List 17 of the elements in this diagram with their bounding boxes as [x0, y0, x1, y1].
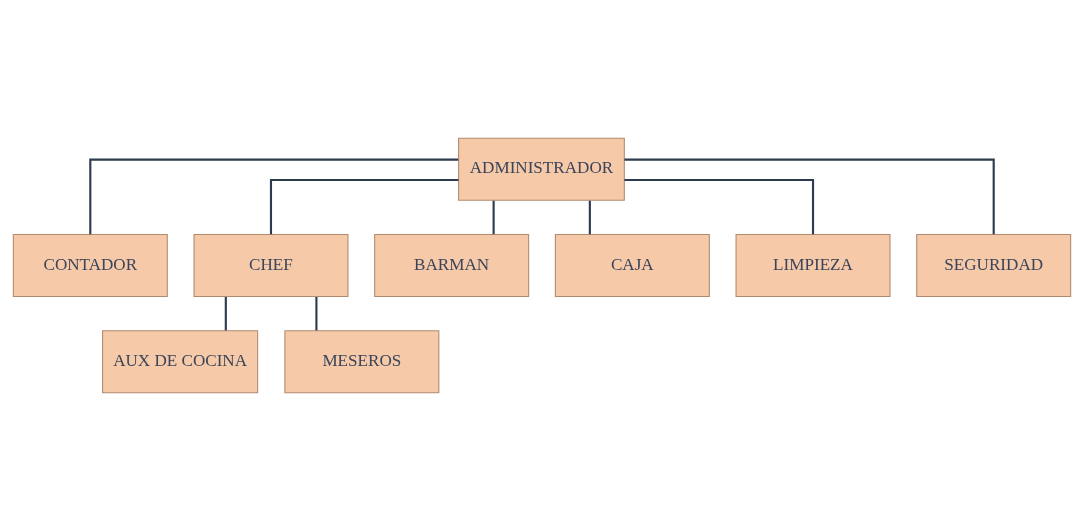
node-box: CONTADOR	[12, 233, 168, 298]
connector	[269, 178, 459, 235]
connector	[588, 200, 591, 235]
node-box: CAJA	[554, 233, 710, 298]
connector	[224, 297, 227, 331]
connector	[89, 158, 459, 235]
connector	[624, 158, 995, 235]
connector	[624, 178, 815, 235]
node-box: BARMAN	[374, 233, 530, 298]
connector	[492, 200, 495, 235]
node-box: AUX DE COCINA	[102, 330, 259, 394]
node-box: CHEF	[193, 233, 349, 298]
node-box: ADMINISTRADOR	[458, 137, 625, 201]
node-box: LIMPIEZA	[735, 233, 891, 298]
connector	[315, 297, 318, 331]
node-box: SEGURIDAD	[916, 233, 1072, 298]
node-box: MESEROS	[284, 330, 440, 394]
